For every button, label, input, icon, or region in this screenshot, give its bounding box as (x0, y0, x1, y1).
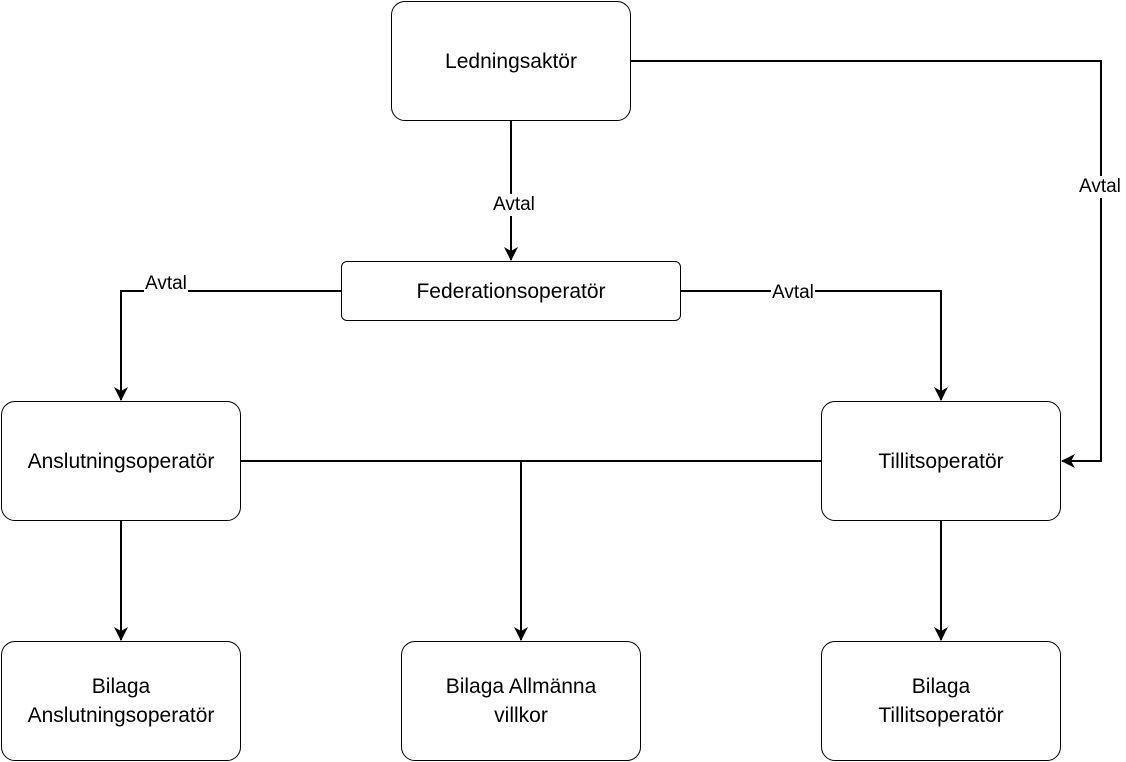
edge-label-ledning-to-tillit: Avtal (1078, 176, 1122, 198)
node-bilaga-tillitsoperator: Bilaga Tillitsoperatör (821, 641, 1061, 761)
node-anslutningsoperator: Anslutningsoperatör (1, 401, 241, 521)
node-bilaga-anslutningsoperator: Bilaga Anslutningsoperatör (1, 641, 241, 761)
node-ledningsaktor: Ledningsaktör (391, 1, 631, 121)
node-bilaga-allmanna-villkor: Bilaga Allmänna villkor (401, 641, 641, 761)
edge-label-ledning-to-federation: Avtal (492, 194, 536, 216)
edge-ledning-to-tillit (631, 60, 1102, 468)
node-federationsoperator: Federationsoperatör (341, 261, 681, 321)
edge-label-federation-to-tillit: Avtal (771, 282, 815, 304)
edge-federation-to-tillit (681, 290, 948, 401)
edge-federation-to-anslutning (114, 290, 341, 401)
node-tillitsoperator: Tillitsoperatör (821, 401, 1061, 521)
edge-label-federation-to-anslutning: Avtal (144, 273, 188, 295)
